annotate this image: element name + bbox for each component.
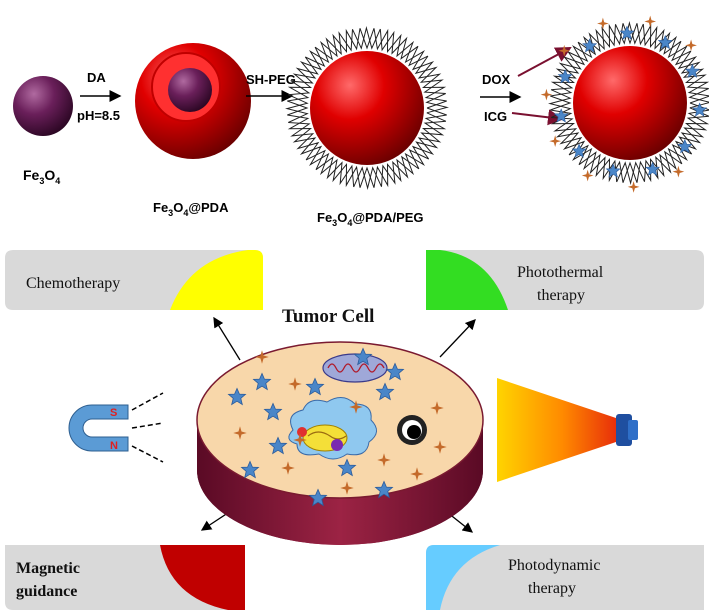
tumor-cell-title: Tumor Cell — [282, 306, 374, 327]
fe3o4-pda-label: Fe3O4@PDA — [153, 200, 229, 218]
fe3o4-particle — [13, 76, 73, 136]
magnetic-guidance-box: Magnetic guidance — [5, 545, 245, 610]
photothermal-box: Photothermal therapy — [426, 250, 704, 310]
arrow-to-chemotherapy — [213, 316, 241, 361]
magnet-icon: S N — [68, 392, 164, 463]
chemotherapy-box: Chemotherapy — [5, 250, 263, 310]
chemotherapy-label: Chemotherapy — [26, 275, 120, 292]
photothermal-label-1: Photothermal — [517, 264, 604, 281]
step1-condition-label: pH=8.5 — [77, 108, 120, 123]
fe3o4-pda-peg-particle — [310, 51, 424, 165]
nucleus — [288, 397, 377, 460]
magnetic-label-2: guidance — [16, 583, 77, 600]
magnet-north-label: N — [110, 440, 118, 452]
dox-label: DOX — [482, 72, 511, 87]
icg-star-icon — [685, 39, 697, 52]
photodynamic-label-2: therapy — [528, 580, 576, 597]
photodynamic-box: Photodynamic therapy — [426, 545, 704, 610]
icg-star-icon — [549, 135, 562, 147]
tumor-cell — [196, 341, 484, 545]
magnetic-label-1: Magnetic — [16, 560, 80, 577]
peg-shell — [285, 26, 449, 190]
peg-shell-loaded — [548, 21, 709, 185]
photodynamic-swatch — [426, 545, 500, 610]
fe3o4-pda-particle — [135, 43, 251, 159]
icg-star-icon — [558, 44, 571, 57]
icg-label: ICG — [484, 109, 507, 124]
fe3o4-pda-peg-label: Fe3O4@PDA/PEG — [317, 210, 424, 228]
arrow-to-photothermal — [439, 319, 476, 358]
dox-pointer — [517, 47, 572, 77]
dox-icg-loaded-particle — [573, 46, 687, 160]
icg-star-icon — [597, 17, 609, 30]
photothermal-label-2: therapy — [537, 287, 585, 304]
fe3o4-label: Fe3O4 — [23, 167, 60, 186]
laser-light-icon — [497, 378, 638, 482]
icg-star-icon — [644, 15, 657, 28]
mitochondrion — [322, 353, 388, 383]
internalized-nanoparticle — [397, 415, 427, 445]
step2-reagent-label: SH-PEG — [246, 72, 296, 87]
step1-reagent-label: DA — [87, 70, 106, 85]
magnet-south-label: S — [110, 407, 117, 419]
magnetic-swatch — [160, 545, 245, 610]
icg-star-icon — [540, 88, 553, 101]
photodynamic-label-1: Photodynamic — [508, 557, 600, 574]
icg-star-icon — [627, 181, 640, 193]
chemotherapy-swatch — [170, 250, 263, 310]
photothermal-swatch — [426, 250, 508, 310]
